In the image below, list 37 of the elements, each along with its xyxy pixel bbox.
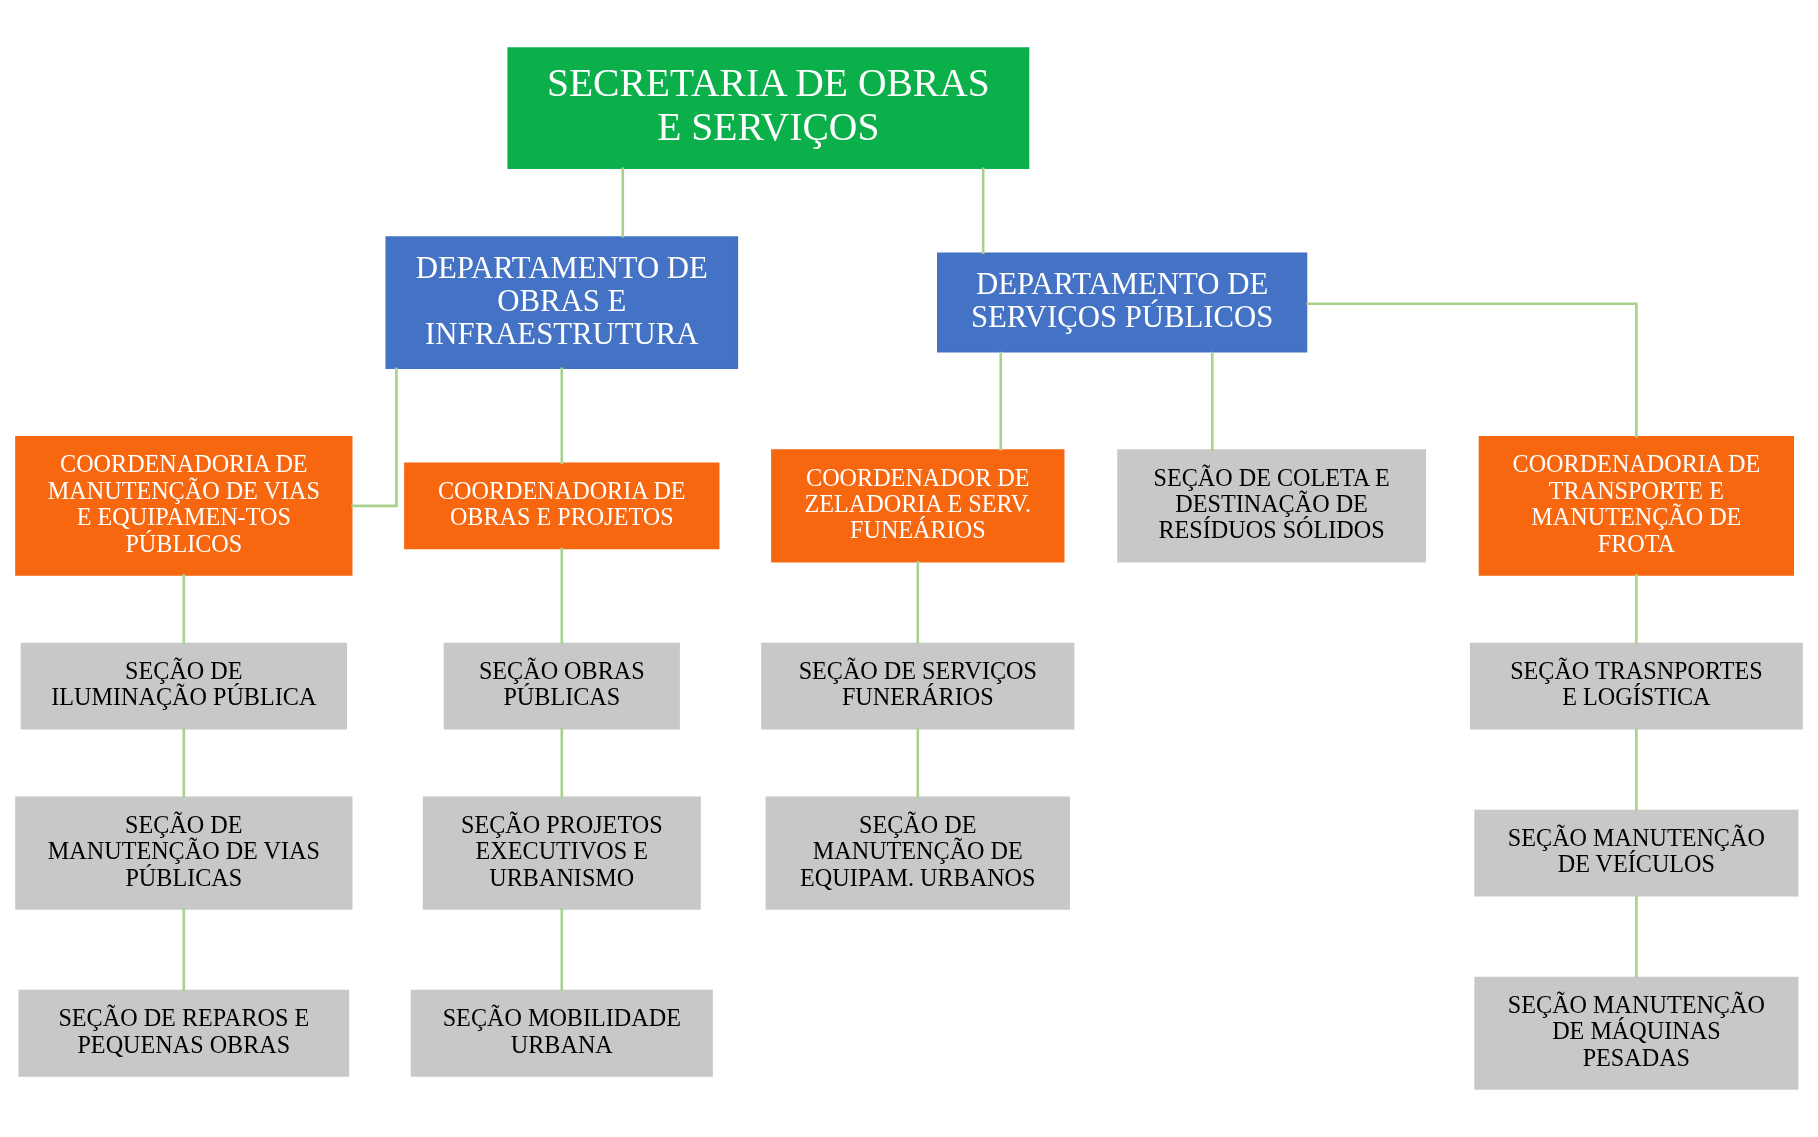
- connector: [560, 908, 564, 992]
- connector: [182, 908, 186, 992]
- node-box: COORDENADORIA DE TRANSPORTE E MANUTENÇÃO DE FROTA: [1478, 436, 1795, 576]
- connector: [1635, 728, 1638, 811]
- connector: [351, 367, 398, 508]
- connector: [182, 728, 186, 798]
- connector: [560, 367, 564, 464]
- node-box: COORDENADORIA DE OBRAS E PROJETOS: [404, 462, 720, 550]
- node-box: SEÇÃO OBRAS PÚBLICAS: [443, 642, 680, 730]
- connector: [182, 574, 186, 644]
- node-box: COORDENADOR DE ZELADORIA E SERV. FUNEÁRIOS: [771, 449, 1065, 563]
- connector: [1210, 351, 1214, 451]
- connector: [999, 351, 1003, 451]
- node-box: COORDENADORIA DE MANUTENÇÃO DE VIAS E EQUIPAMEN-TOS PÚBLICOS: [15, 436, 353, 576]
- node-box: SEÇÃO PROJETOS EXECUTIVOS E URBANISMO: [422, 796, 701, 910]
- node-box: SEÇÃO DE ILUMINAÇÃO PÚBLICA: [20, 642, 347, 730]
- node-box: SEÇÃO DE MANUTENÇÃO DE VIAS PÚBLICAS: [15, 796, 353, 910]
- connector: [916, 728, 920, 798]
- connector: [560, 728, 564, 798]
- node-box: SEÇÃO MANUTENÇÃO DE MÁQUINAS PESADAS: [1474, 976, 1799, 1090]
- node-box: SEÇÃO TRASNPORTES E LOGÍSTICA: [1469, 642, 1803, 730]
- connector: [621, 167, 625, 238]
- connector: [1635, 574, 1638, 644]
- connector: [1306, 302, 1638, 438]
- node-box: SEÇÃO MANUTENÇÃO DE VEÍCULOS: [1474, 809, 1799, 897]
- node-box: SEÇÃO DE MANUTENÇÃO DE EQUIPAM. URBANOS: [765, 796, 1070, 910]
- connector: [560, 547, 564, 644]
- node-box: DEPARTAMENTO DE OBRAS E INFRAESTRUTURA: [385, 236, 739, 370]
- node-box: SEÇÃO MOBILIDADE URBANA: [410, 989, 713, 1077]
- connector: [916, 560, 920, 644]
- node-box: SEÇÃO DE SERVIÇOS FUNERÁRIOS: [761, 642, 1075, 730]
- node-box: SEÇÃO DE REPAROS E PEQUENAS OBRAS: [18, 989, 350, 1077]
- connector: [1635, 894, 1638, 979]
- node-box: SECRETARIA DE OBRAS E SERVIÇOS: [507, 47, 1030, 170]
- node-box: SEÇÃO DE COLETA E DESTINAÇÃO DE RESÍDUOS SÓLIDOS: [1117, 449, 1426, 563]
- connector: [981, 167, 985, 254]
- node-box: DEPARTAMENTO DE SERVIÇOS PÚBLICOS: [937, 252, 1308, 353]
